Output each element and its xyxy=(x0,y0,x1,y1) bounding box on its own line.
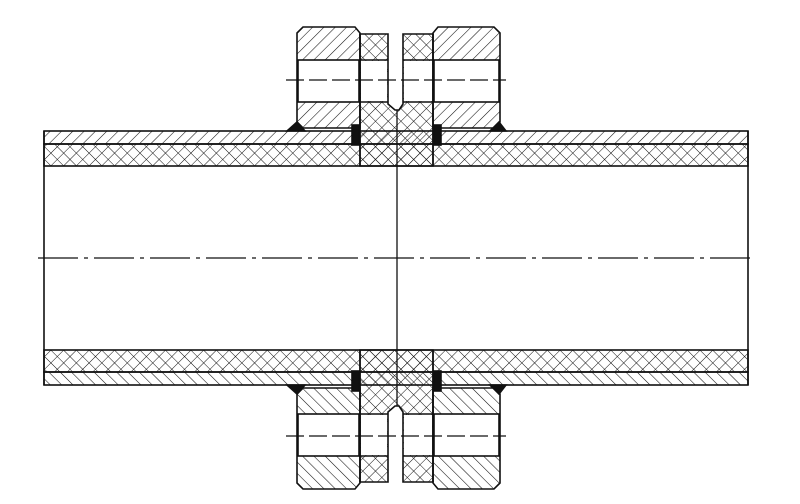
weld-right xyxy=(488,120,508,132)
seal-right xyxy=(433,124,442,146)
seal-left xyxy=(351,124,360,146)
upper-half xyxy=(43,26,749,167)
weld-left xyxy=(284,120,307,132)
